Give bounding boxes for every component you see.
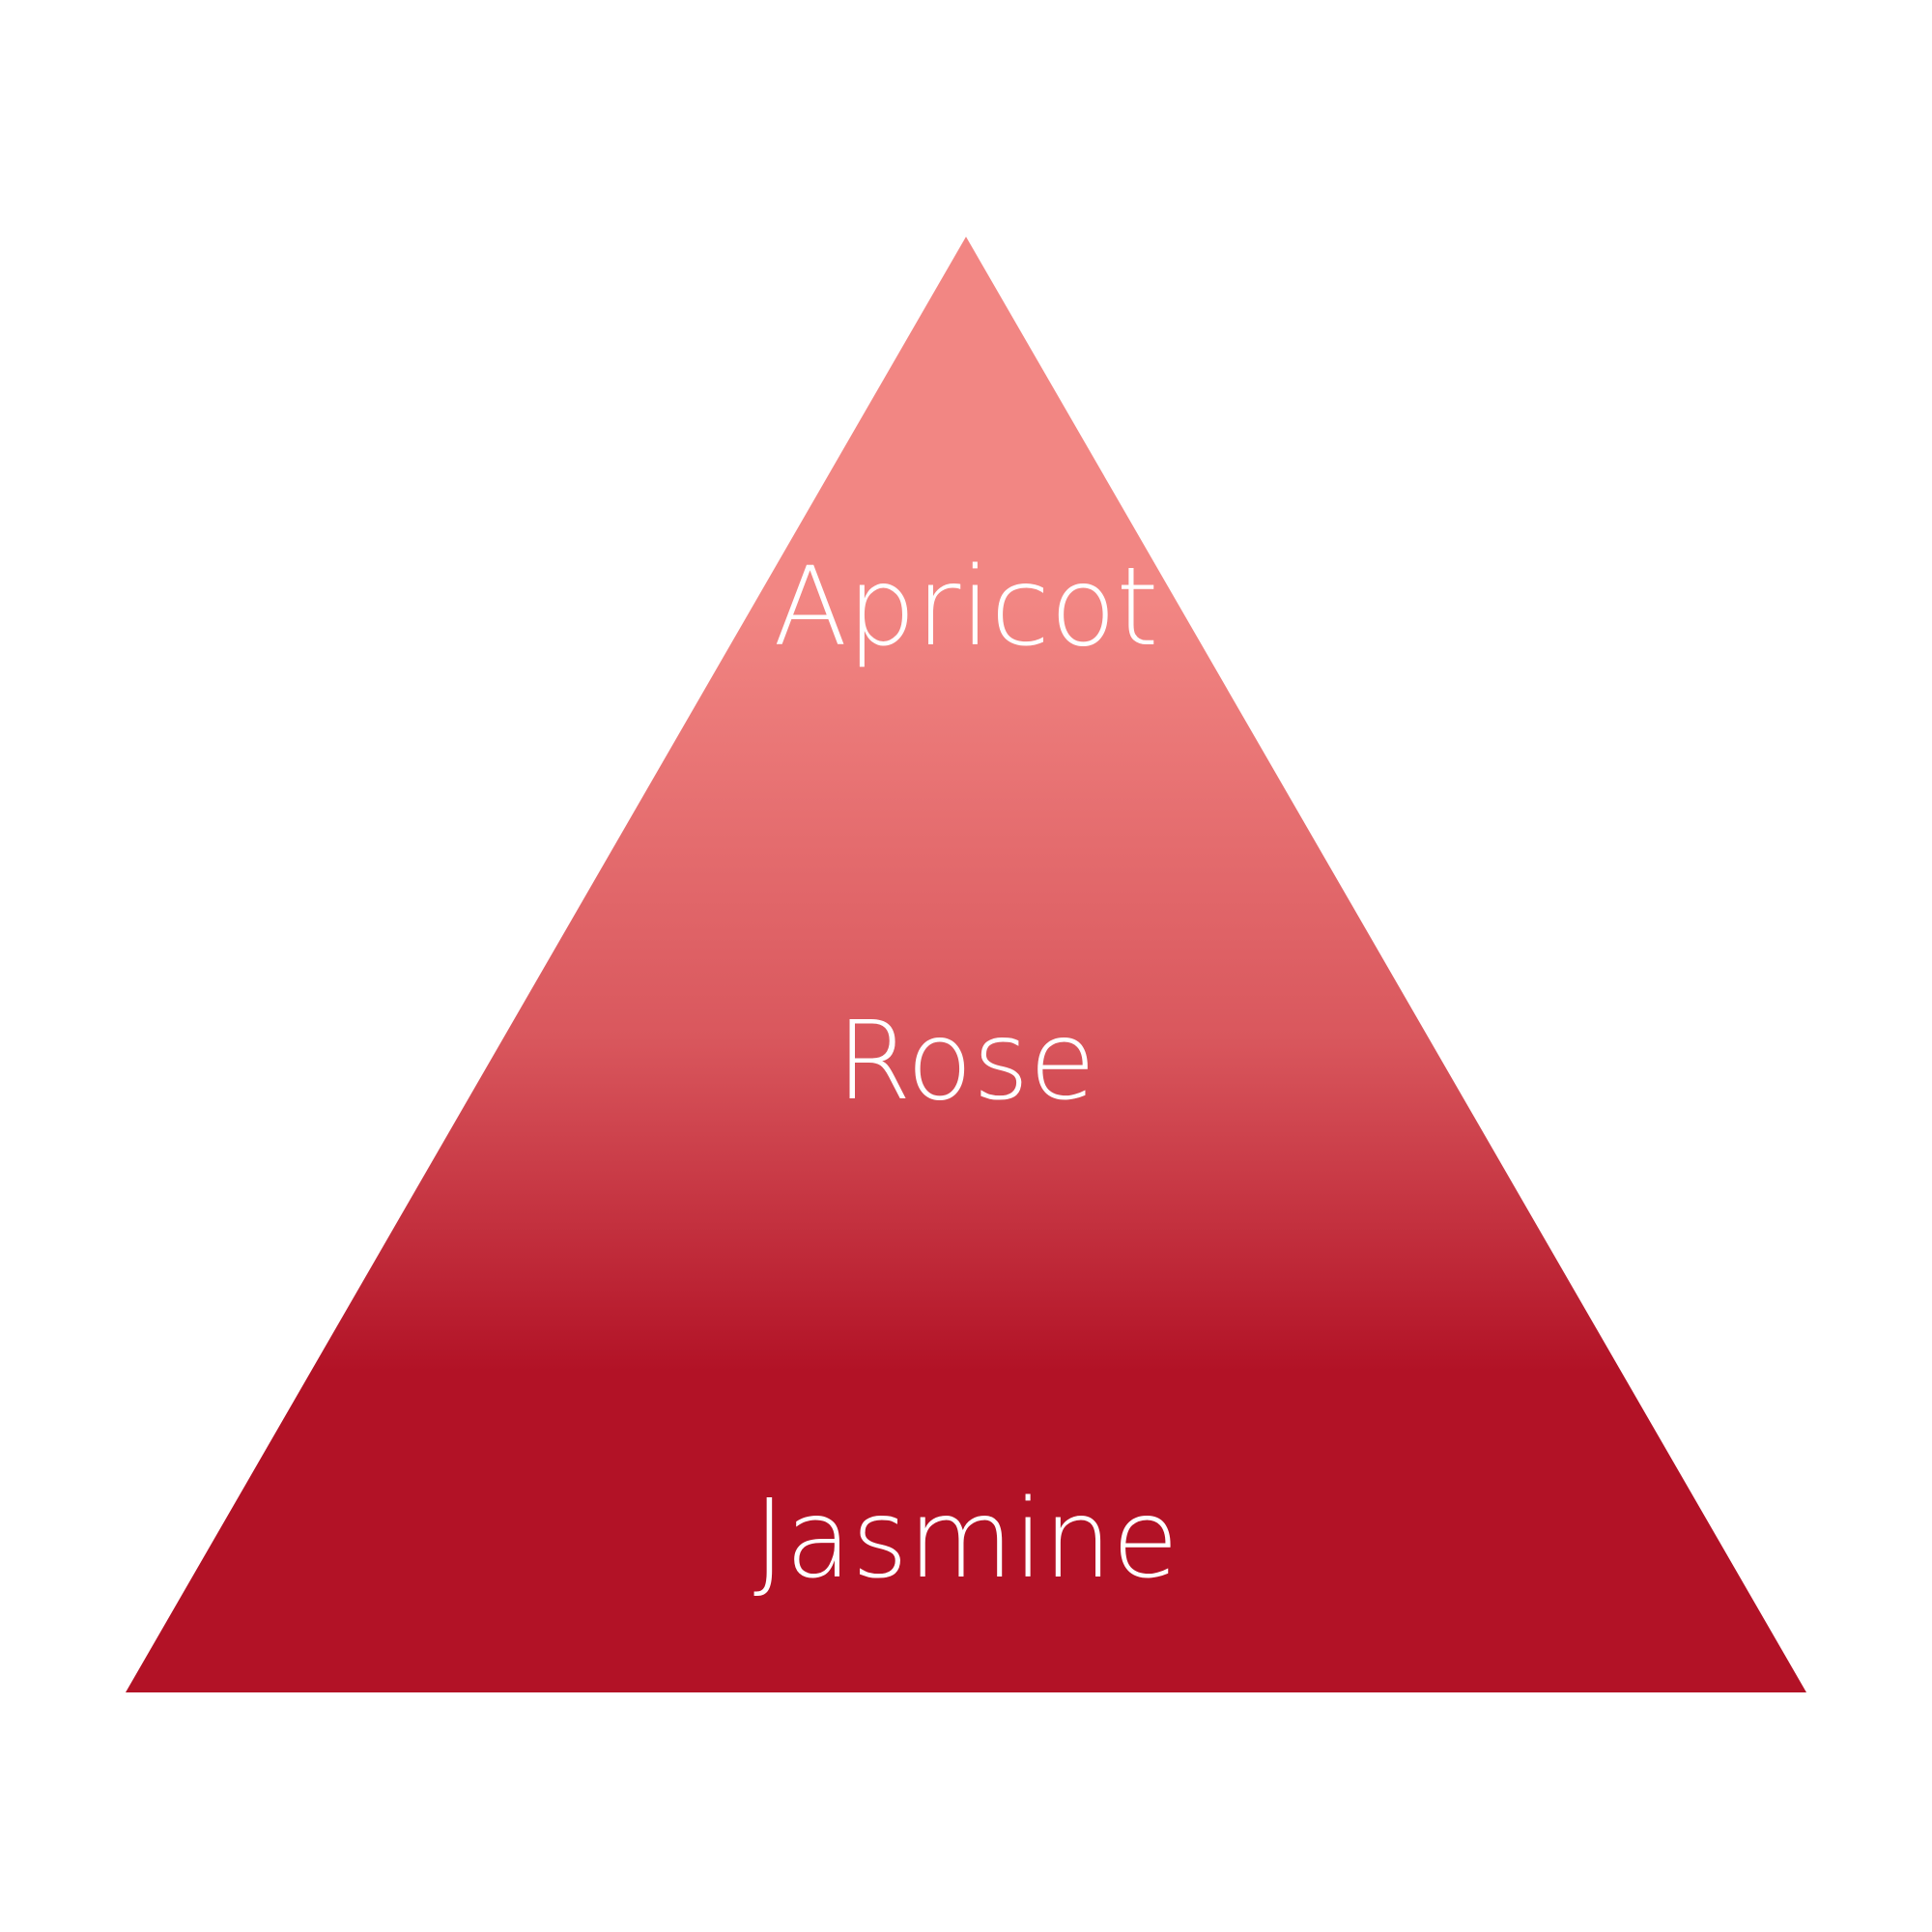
tier-label-top: Apricot — [774, 545, 1159, 670]
tier-label-bottom: Jasmine — [753, 1477, 1179, 1603]
pyramid-shape — [126, 237, 1806, 1692]
tier-label-middle: Rose — [837, 999, 1096, 1124]
